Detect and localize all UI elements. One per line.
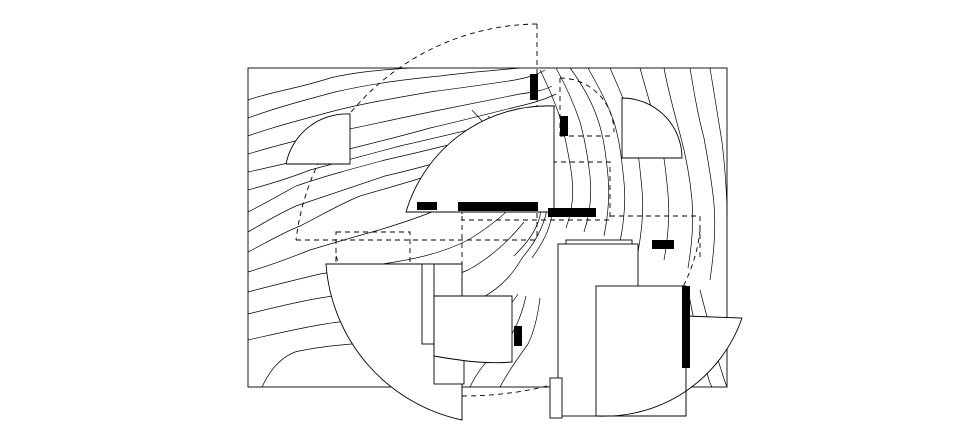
wall-bar: [652, 240, 674, 249]
site-boundary: [247, 67, 728, 388]
wall-bar: [530, 74, 538, 100]
contour-line: [709, 67, 728, 217]
wall-bar: [682, 286, 690, 368]
black-wall-elements: [417, 74, 690, 368]
contour-line: [499, 297, 541, 388]
tall-rectangular-volume: [595, 285, 687, 417]
contour-line: [587, 67, 626, 243]
contour-line: [247, 67, 521, 119]
contour-line: [663, 67, 694, 269]
wall-bar: [417, 202, 437, 210]
upper-quarter-circle-hall: [405, 105, 555, 213]
block-volume: [421, 263, 435, 345]
contour-line: [609, 67, 644, 253]
small-circle-outline: [559, 77, 615, 133]
east-quarter-circle-pavilion: [621, 97, 683, 159]
narrow-volume: [549, 377, 563, 419]
contour-line: [555, 67, 592, 233]
contour-line: [539, 69, 574, 229]
contour-line: [689, 67, 716, 281]
contour-line: [247, 67, 411, 101]
contour-line: [247, 189, 529, 293]
wall-bar: [514, 326, 522, 346]
wall-bar: [548, 208, 596, 217]
curved-block-volume: [433, 295, 513, 364]
southeast-quarter-circle-building: [595, 315, 743, 417]
contour-line: [247, 69, 546, 137]
small-quarter-circle-pavilion: [285, 113, 351, 165]
wall-bar: [458, 202, 538, 211]
contour-line: [639, 67, 670, 261]
contour-line: [569, 67, 610, 237]
wall-bar: [560, 116, 568, 136]
building-forms: [285, 97, 743, 421]
